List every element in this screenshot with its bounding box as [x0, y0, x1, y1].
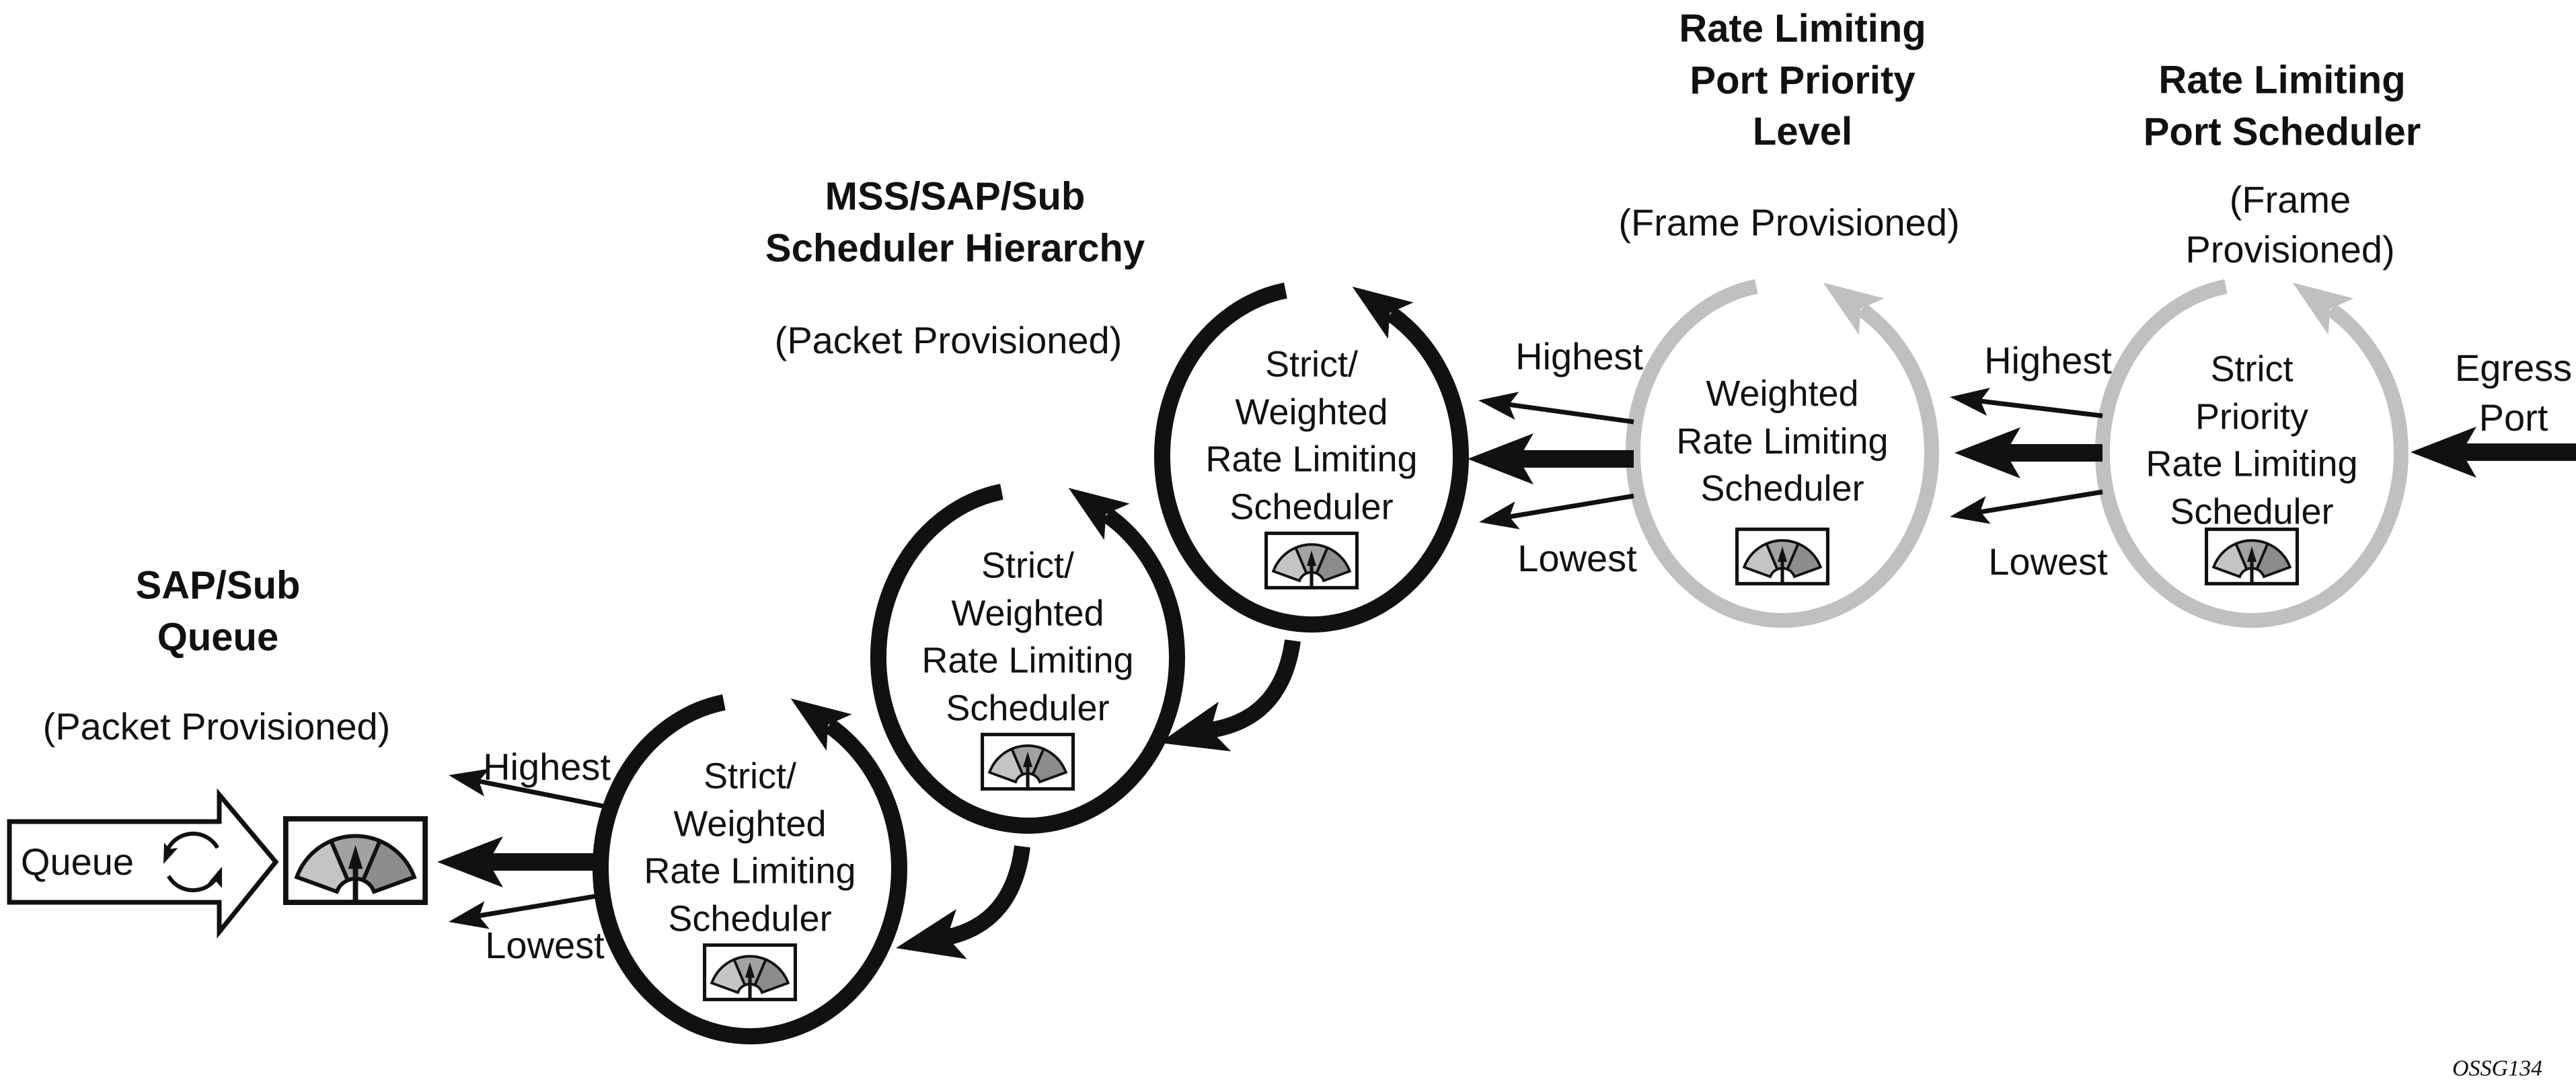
- egress-port-label: Egress Port: [2454, 347, 2573, 439]
- rate-meter-icon: [1737, 530, 1828, 584]
- queue-arrow-shape: [7, 788, 279, 939]
- mss-scheduler-ring-3: [1153, 283, 1469, 633]
- figure-watermark: OSSG134: [2452, 1056, 2543, 1081]
- cascade-connector-arrow-3-2: [1160, 639, 1301, 752]
- port-scheduler-subtitle: (Frame Provisioned): [2185, 178, 2395, 270]
- mss-scheduler-ring-1: [592, 694, 907, 1044]
- scheduler-ring-2-label: Strict/ Weighted Rate Limiting Scheduler: [921, 545, 1134, 729]
- rate-meter-icon: [2207, 530, 2298, 584]
- port-scheduler-ring-label: Strict Priority Rate Limiting Scheduler: [2146, 349, 2358, 532]
- scheduling-loop-icon: [163, 831, 223, 893]
- priority-arrows-queue: [437, 768, 604, 929]
- port-priority-subtitle: (Frame Provisioned): [1618, 201, 1960, 244]
- egress-port-arrow: [2411, 427, 2576, 478]
- cascade-connector-arrow-2-1: [896, 845, 1030, 960]
- port-scheduler-title: Rate Limiting Port Scheduler: [2143, 58, 2421, 153]
- mss-hierarchy-title: MSS/SAP/Sub Scheduler Hierarchy: [765, 174, 1145, 270]
- port-priority-title: Rate Limiting Port Priority Level: [1679, 7, 1926, 154]
- sap-sub-queue-subtitle: (Packet Provisioned): [42, 705, 391, 748]
- lowest-label-queue: Lowest: [485, 924, 605, 967]
- mss-hierarchy-subtitle: (Packet Provisioned): [774, 319, 1123, 362]
- highest-label-port-priority: Highest: [1515, 335, 1643, 378]
- highest-label-queue: Highest: [483, 746, 611, 789]
- lowest-label-port-scheduler: Lowest: [1988, 540, 2108, 583]
- highest-label-port-scheduler: Highest: [1984, 339, 2112, 382]
- priority-arrows-port-priority: [1468, 392, 1634, 530]
- port-scheduler-ring: [2094, 279, 2409, 628]
- scheduler-ring-1-label: Strict/ Weighted Rate Limiting Scheduler: [644, 756, 856, 939]
- rate-meter-icon: [983, 735, 1073, 789]
- port-priority-ring-label: Weighted Rate Limiting Scheduler: [1676, 373, 1889, 509]
- rate-meter-icon: [1266, 534, 1357, 588]
- rate-meter-icon: [286, 819, 425, 902]
- lowest-label-port-priority: Lowest: [1517, 537, 1637, 580]
- port-priority-ring: [1625, 279, 1939, 628]
- scheduler-ring-3-label: Strict/ Weighted Rate Limiting Scheduler: [1205, 344, 1418, 528]
- sap-sub-queue-title: SAP/Sub Queue: [135, 563, 301, 659]
- mss-scheduler-ring-2: [870, 484, 1185, 834]
- priority-arrows-port-scheduler: [1950, 388, 2103, 524]
- rate-meter-icon: [705, 945, 796, 1000]
- queue-label: Queue: [20, 840, 135, 883]
